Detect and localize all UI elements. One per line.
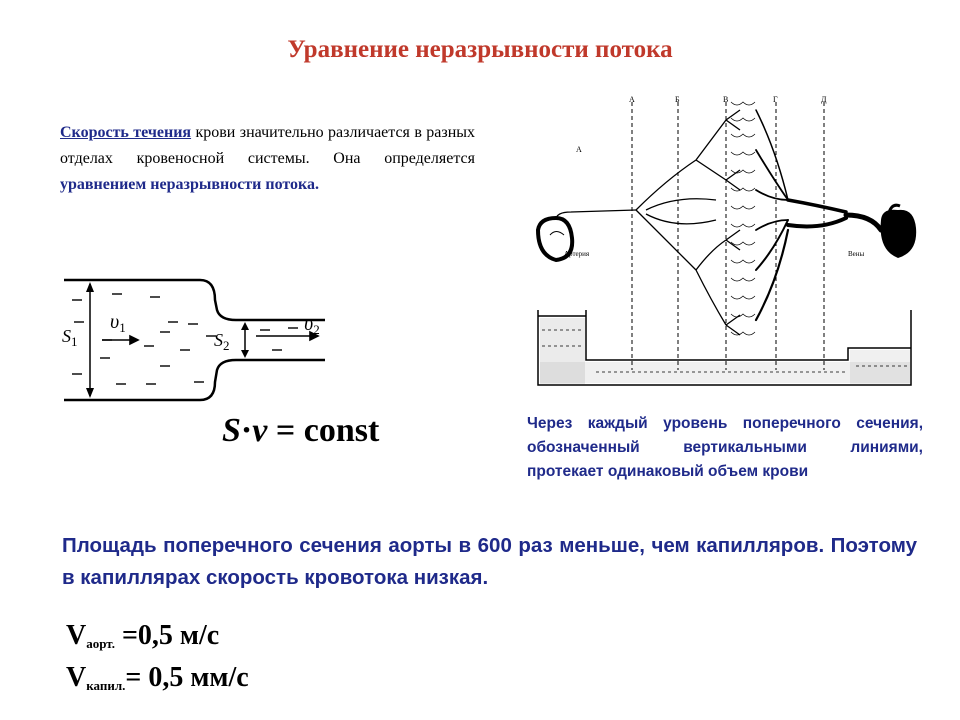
vein-branches [754, 109, 884, 322]
intro-lead: Скорость течения [60, 124, 192, 141]
velocity-arrows [102, 330, 320, 346]
water-ripples [542, 329, 908, 373]
reservoir-fill [540, 318, 910, 384]
s1-label: S1 [62, 326, 78, 349]
vein-chamber [880, 203, 917, 258]
s2-label: S2 [214, 330, 230, 353]
vascular-diagram: А Б В Г Д А [535, 95, 917, 386]
slide-title: Уравнение неразрывности потока [287, 36, 673, 63]
flow-dashes [72, 293, 298, 385]
v1-label: υ1 [110, 311, 126, 335]
artery-chamber [535, 215, 575, 263]
svg-text:В: В [723, 95, 728, 104]
intro-paragraph: Скорость течения крови значительно разли… [60, 120, 475, 198]
reservoir-system [537, 310, 912, 386]
diagram-caption: Через каждый уровень поперечного сечения… [527, 415, 923, 480]
v2-label: υ2 [304, 313, 320, 337]
continuity-formula: S·v = const [222, 412, 380, 449]
section-lines [631, 102, 825, 370]
intro-middle: крови значительно различается в разных о… [60, 124, 475, 167]
artery-branches [555, 109, 741, 336]
corner-label: А [576, 145, 582, 154]
pipe-diagram: S1 υ1 S2 υ2 [62, 278, 325, 402]
intro-strong: уравнением неразрывности потока. [60, 176, 320, 193]
svg-text:Б: Б [675, 95, 680, 104]
svg-text:Д: Д [821, 95, 827, 104]
aorta-velocity: Vаорт. =0,5 м/с [66, 620, 220, 651]
svg-text:Г: Г [773, 95, 778, 104]
artery-label: Артерия [564, 250, 590, 258]
cross-section-statement: Площадь поперечного сечения аорты в 600 … [62, 534, 917, 589]
pipe-lower-wall [64, 358, 325, 402]
pipe-upper-wall [64, 278, 325, 322]
vein-label: Вены [848, 250, 865, 258]
capillary-clusters [730, 101, 756, 336]
column-labels: А Б В Г Д [629, 95, 827, 104]
svg-text:А: А [629, 95, 635, 104]
capillary-velocity: Vкапил.= 0,5 мм/с [66, 662, 249, 693]
